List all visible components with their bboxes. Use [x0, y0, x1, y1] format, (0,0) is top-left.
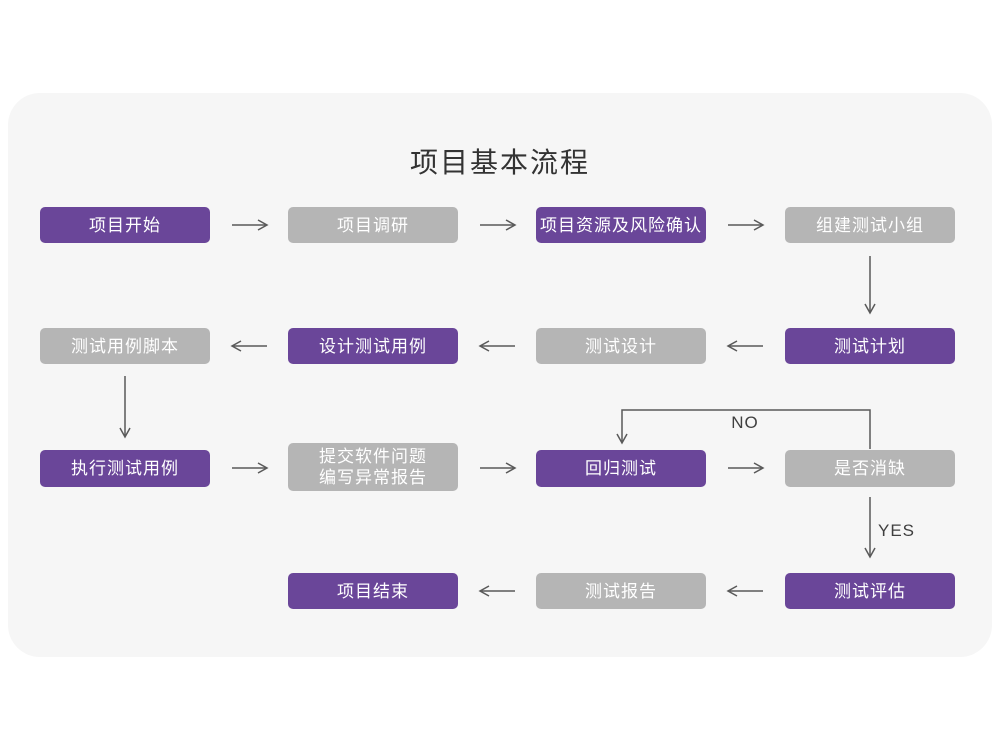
arrow-plan-to-design [726, 340, 763, 352]
flow-node-submit-issues-report: 提交软件问题 编写异常报告 [288, 443, 458, 491]
arrow-team-to-plan [864, 256, 876, 315]
arrow-report-to-end [478, 585, 515, 597]
flow-node-resource-risk-confirm: 项目资源及风险确认 [536, 207, 706, 243]
flow-node-test-report: 测试报告 [536, 573, 706, 609]
flow-node-regression-test: 回归测试 [536, 450, 706, 487]
arrow-evaluation-to-report [726, 585, 763, 597]
flow-node-test-evaluation: 测试评估 [785, 573, 955, 609]
arrow-yes [864, 497, 876, 559]
flow-node-build-test-team: 组建测试小组 [785, 207, 955, 243]
flow-node-execute-test-cases: 执行测试用例 [40, 450, 210, 487]
flowchart-card [8, 93, 992, 657]
arrow-regression-to-defect [728, 462, 765, 474]
yes-label: YES [878, 521, 916, 540]
arrow-submit-to-regression [480, 462, 517, 474]
flow-node-test-plan: 测试计划 [785, 328, 955, 364]
arrow-cases-to-script [230, 340, 267, 352]
arrow-design-to-cases [478, 340, 515, 352]
flow-node-project-start: 项目开始 [40, 207, 210, 243]
flow-node-defect-cleared: 是否消缺 [785, 450, 955, 487]
arrow-execute-to-submit [232, 462, 269, 474]
arrow-no-loop [616, 409, 871, 449]
page-title: 项目基本流程 [409, 147, 590, 178]
flow-node-test-design: 测试设计 [536, 328, 706, 364]
flow-node-test-case-script: 测试用例脚本 [40, 328, 210, 364]
no-label: NO [731, 413, 759, 432]
arrow-start-to-research [232, 219, 269, 231]
arrow-script-to-execute [119, 376, 131, 439]
flow-node-project-end: 项目结束 [288, 573, 458, 609]
flow-node-design-test-cases: 设计测试用例 [288, 328, 458, 364]
flow-node-project-research: 项目调研 [288, 207, 458, 243]
arrow-research-to-risk [480, 219, 517, 231]
arrow-risk-to-team [728, 219, 765, 231]
